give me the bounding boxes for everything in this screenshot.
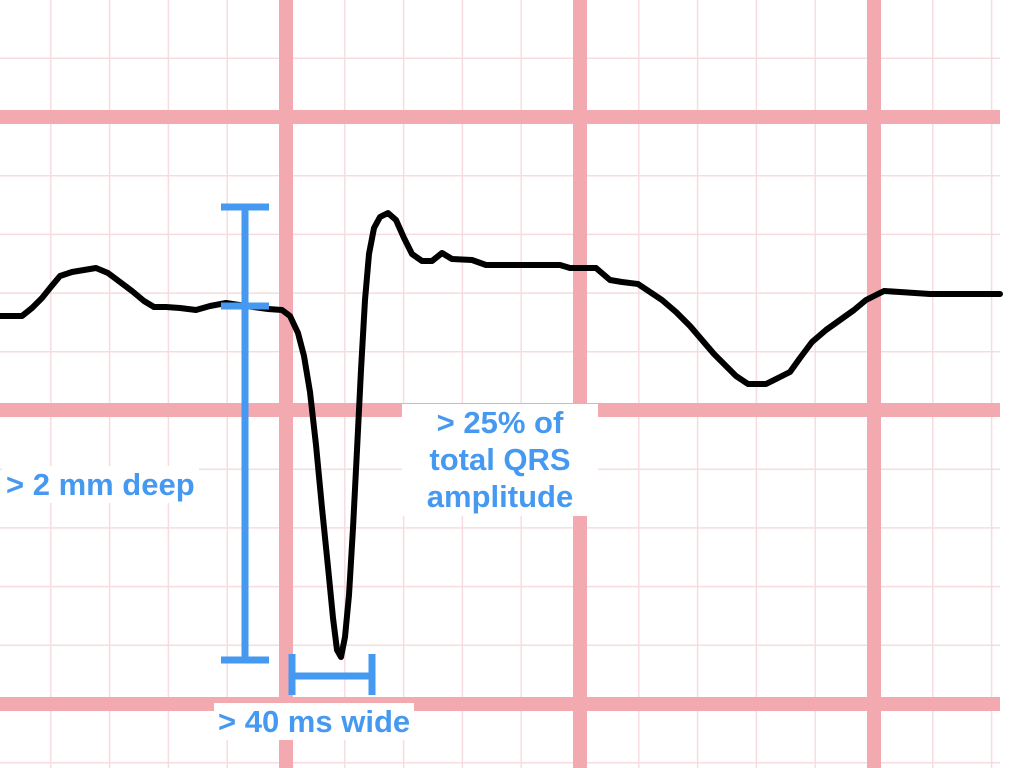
amplitude-ratio-line-3: amplitude: [426, 479, 574, 515]
width-label: > 40 ms wide: [214, 703, 415, 741]
amplitude-ratio-label: > 25% of total QRS amplitude: [402, 404, 598, 516]
amplitude-ratio-line-2: total QRS: [429, 442, 571, 478]
depth-measurement-bar: [221, 203, 269, 664]
depth-label: > 2 mm deep: [2, 466, 199, 504]
ecg-major-grid: [0, 0, 1000, 768]
width-measurement-bar: [288, 654, 376, 695]
amplitude-ratio-line-1: > 25% of: [436, 405, 564, 440]
ecg-trace: [0, 210, 1003, 660]
